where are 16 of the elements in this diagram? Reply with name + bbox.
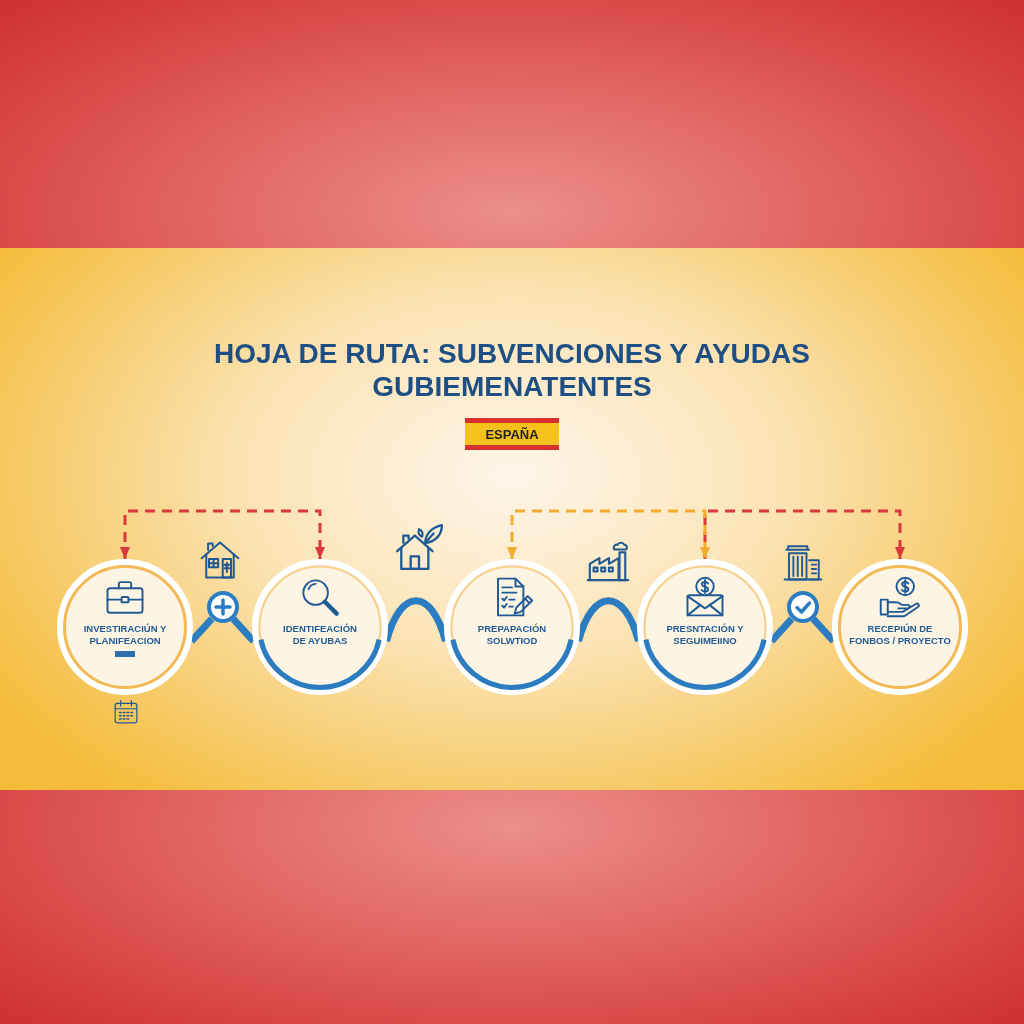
step-label: IDENTIFEACIÓN DE AYUBAS	[282, 623, 358, 647]
step-label: INVESTIRACIÚN Y PLANIFEACION	[82, 623, 168, 647]
step-label: PREPAPACIÓN SOLWTIOD	[476, 623, 548, 647]
step-label: PRESNTACIÓN Y SEGUIMEIINO	[665, 623, 745, 647]
flag-badge	[465, 418, 559, 450]
step-circle	[832, 559, 968, 695]
step-circle	[252, 559, 388, 695]
dashed-arrow	[703, 509, 905, 559]
title: HOJA DE RUTA: SUBVENCIONES Y AYUDAS GUBIEMENATENTES	[213, 337, 811, 403]
dashed-arrow	[120, 509, 325, 559]
country-label: ESPAÑA	[485, 426, 539, 442]
step-circle	[637, 559, 773, 695]
dashed-arrow	[507, 509, 710, 559]
step-circle	[57, 559, 193, 695]
step-circle	[444, 559, 580, 695]
step-label: RECEPIÚN DE FONBOS / PROYECTO	[848, 623, 952, 647]
